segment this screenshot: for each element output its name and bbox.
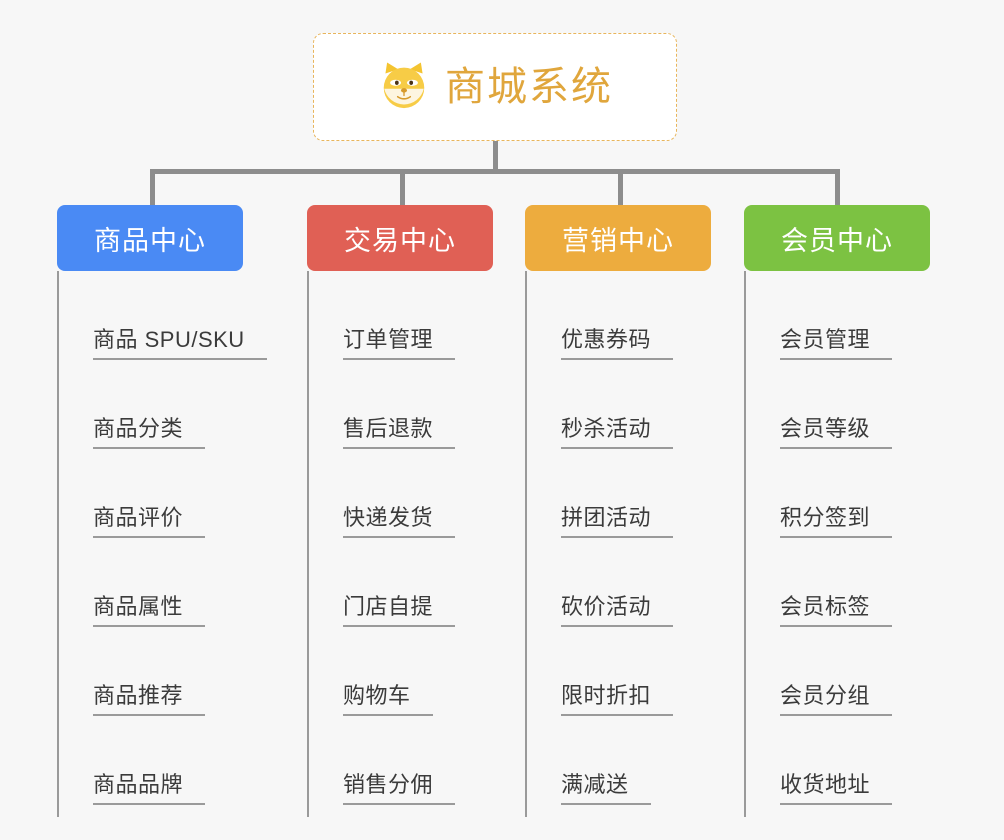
leaf-label: 购物车 xyxy=(343,683,433,716)
leaf-rail-4 xyxy=(744,271,746,817)
list-item[interactable]: 积分签到 xyxy=(744,449,930,538)
leaf-label: 门店自提 xyxy=(343,594,456,627)
connector-root-stem xyxy=(493,141,498,172)
branch-column-2: 交易中心 订单管理 售后退款 快递发货 门店自提 购物车 销售分佣 xyxy=(307,205,493,817)
leaf-label: 收货地址 xyxy=(780,772,893,805)
category-header-4-label: 会员中心 xyxy=(781,225,893,256)
leaf-label: 会员标签 xyxy=(780,594,893,627)
list-item[interactable]: 销售分佣 xyxy=(307,716,493,805)
root-node-mall-system[interactable]: 商城系统 xyxy=(313,33,677,141)
list-item[interactable]: 购物车 xyxy=(307,627,493,716)
connector-drop-4 xyxy=(835,169,840,205)
list-item[interactable]: 商品品牌 xyxy=(57,716,243,805)
leaf-rail-1 xyxy=(57,271,59,817)
list-item[interactable]: 快递发货 xyxy=(307,449,493,538)
leaf-rail-3 xyxy=(525,271,527,817)
list-item[interactable]: 商品 SPU/SKU xyxy=(57,271,267,360)
leaf-label: 商品评价 xyxy=(93,505,206,538)
list-item[interactable]: 秒杀活动 xyxy=(525,360,711,449)
list-item[interactable]: 商品分类 xyxy=(57,360,243,449)
branch-column-3: 营销中心 优惠券码 秒杀活动 拼团活动 砍价活动 限时折扣 满减送 xyxy=(525,205,711,817)
leaf-label: 销售分佣 xyxy=(343,772,456,805)
list-item[interactable]: 售后退款 xyxy=(307,360,493,449)
leaf-label: 秒杀活动 xyxy=(561,416,674,449)
branch-column-1: 商品中心 商品 SPU/SKU 商品分类 商品评价 商品属性 商品推荐 商品品牌 xyxy=(57,205,267,817)
list-item[interactable]: 会员分组 xyxy=(744,627,930,716)
list-item[interactable]: 商品评价 xyxy=(57,449,243,538)
connector-drop-2 xyxy=(400,169,405,205)
leaf-label: 快递发货 xyxy=(343,505,456,538)
list-item[interactable]: 商品推荐 xyxy=(57,627,243,716)
list-item[interactable]: 砍价活动 xyxy=(525,538,711,627)
list-item[interactable]: 订单管理 xyxy=(307,271,493,360)
leaf-label: 商品 SPU/SKU xyxy=(93,327,267,360)
leaf-list-2: 订单管理 售后退款 快递发货 门店自提 购物车 销售分佣 xyxy=(307,271,493,817)
connector-drop-3 xyxy=(618,169,623,205)
leaf-list-3: 优惠券码 秒杀活动 拼团活动 砍价活动 限时折扣 满减送 xyxy=(525,271,711,817)
leaf-label: 商品品牌 xyxy=(93,772,206,805)
leaf-list-4: 会员管理 会员等级 积分签到 会员标签 会员分组 收货地址 xyxy=(744,271,930,817)
leaf-label: 商品推荐 xyxy=(93,683,206,716)
branch-column-4: 会员中心 会员管理 会员等级 积分签到 会员标签 会员分组 收货地址 xyxy=(744,205,930,817)
list-item[interactable]: 收货地址 xyxy=(744,716,930,805)
connector-drop-1 xyxy=(150,169,155,205)
leaf-label: 优惠券码 xyxy=(561,327,674,360)
leaf-label: 商品分类 xyxy=(93,416,206,449)
list-item[interactable]: 门店自提 xyxy=(307,538,493,627)
root-node-title: 商城系统 xyxy=(445,65,613,109)
list-item[interactable]: 会员等级 xyxy=(744,360,930,449)
leaf-label: 限时折扣 xyxy=(561,683,674,716)
connector-horizontal-bus xyxy=(150,169,840,174)
leaf-label: 会员管理 xyxy=(780,327,893,360)
leaf-label: 满减送 xyxy=(561,772,651,805)
list-item[interactable]: 满减送 xyxy=(525,716,711,805)
leaf-label: 拼团活动 xyxy=(561,505,674,538)
list-item[interactable]: 优惠券码 xyxy=(525,271,711,360)
leaf-label: 会员分组 xyxy=(780,683,893,716)
list-item[interactable]: 限时折扣 xyxy=(525,627,711,716)
category-header-2[interactable]: 交易中心 xyxy=(307,205,493,271)
leaf-label: 商品属性 xyxy=(93,594,206,627)
category-header-4[interactable]: 会员中心 xyxy=(744,205,930,271)
category-header-1[interactable]: 商品中心 xyxy=(57,205,243,271)
category-header-2-label: 交易中心 xyxy=(344,225,456,256)
list-item[interactable]: 会员管理 xyxy=(744,271,930,360)
shiba-dog-face-icon xyxy=(383,62,425,109)
category-header-3[interactable]: 营销中心 xyxy=(525,205,711,271)
leaf-label: 会员等级 xyxy=(780,416,893,449)
leaf-label: 订单管理 xyxy=(343,327,456,360)
leaf-label: 砍价活动 xyxy=(561,594,674,627)
category-header-1-label: 商品中心 xyxy=(94,225,206,256)
category-header-3-label: 营销中心 xyxy=(562,225,674,256)
list-item[interactable]: 商品属性 xyxy=(57,538,243,627)
leaf-label: 积分签到 xyxy=(780,505,893,538)
leaf-list-1: 商品 SPU/SKU 商品分类 商品评价 商品属性 商品推荐 商品品牌 xyxy=(57,271,267,817)
list-item[interactable]: 会员标签 xyxy=(744,538,930,627)
leaf-label: 售后退款 xyxy=(343,416,456,449)
list-item[interactable]: 拼团活动 xyxy=(525,449,711,538)
leaf-rail-2 xyxy=(307,271,309,817)
